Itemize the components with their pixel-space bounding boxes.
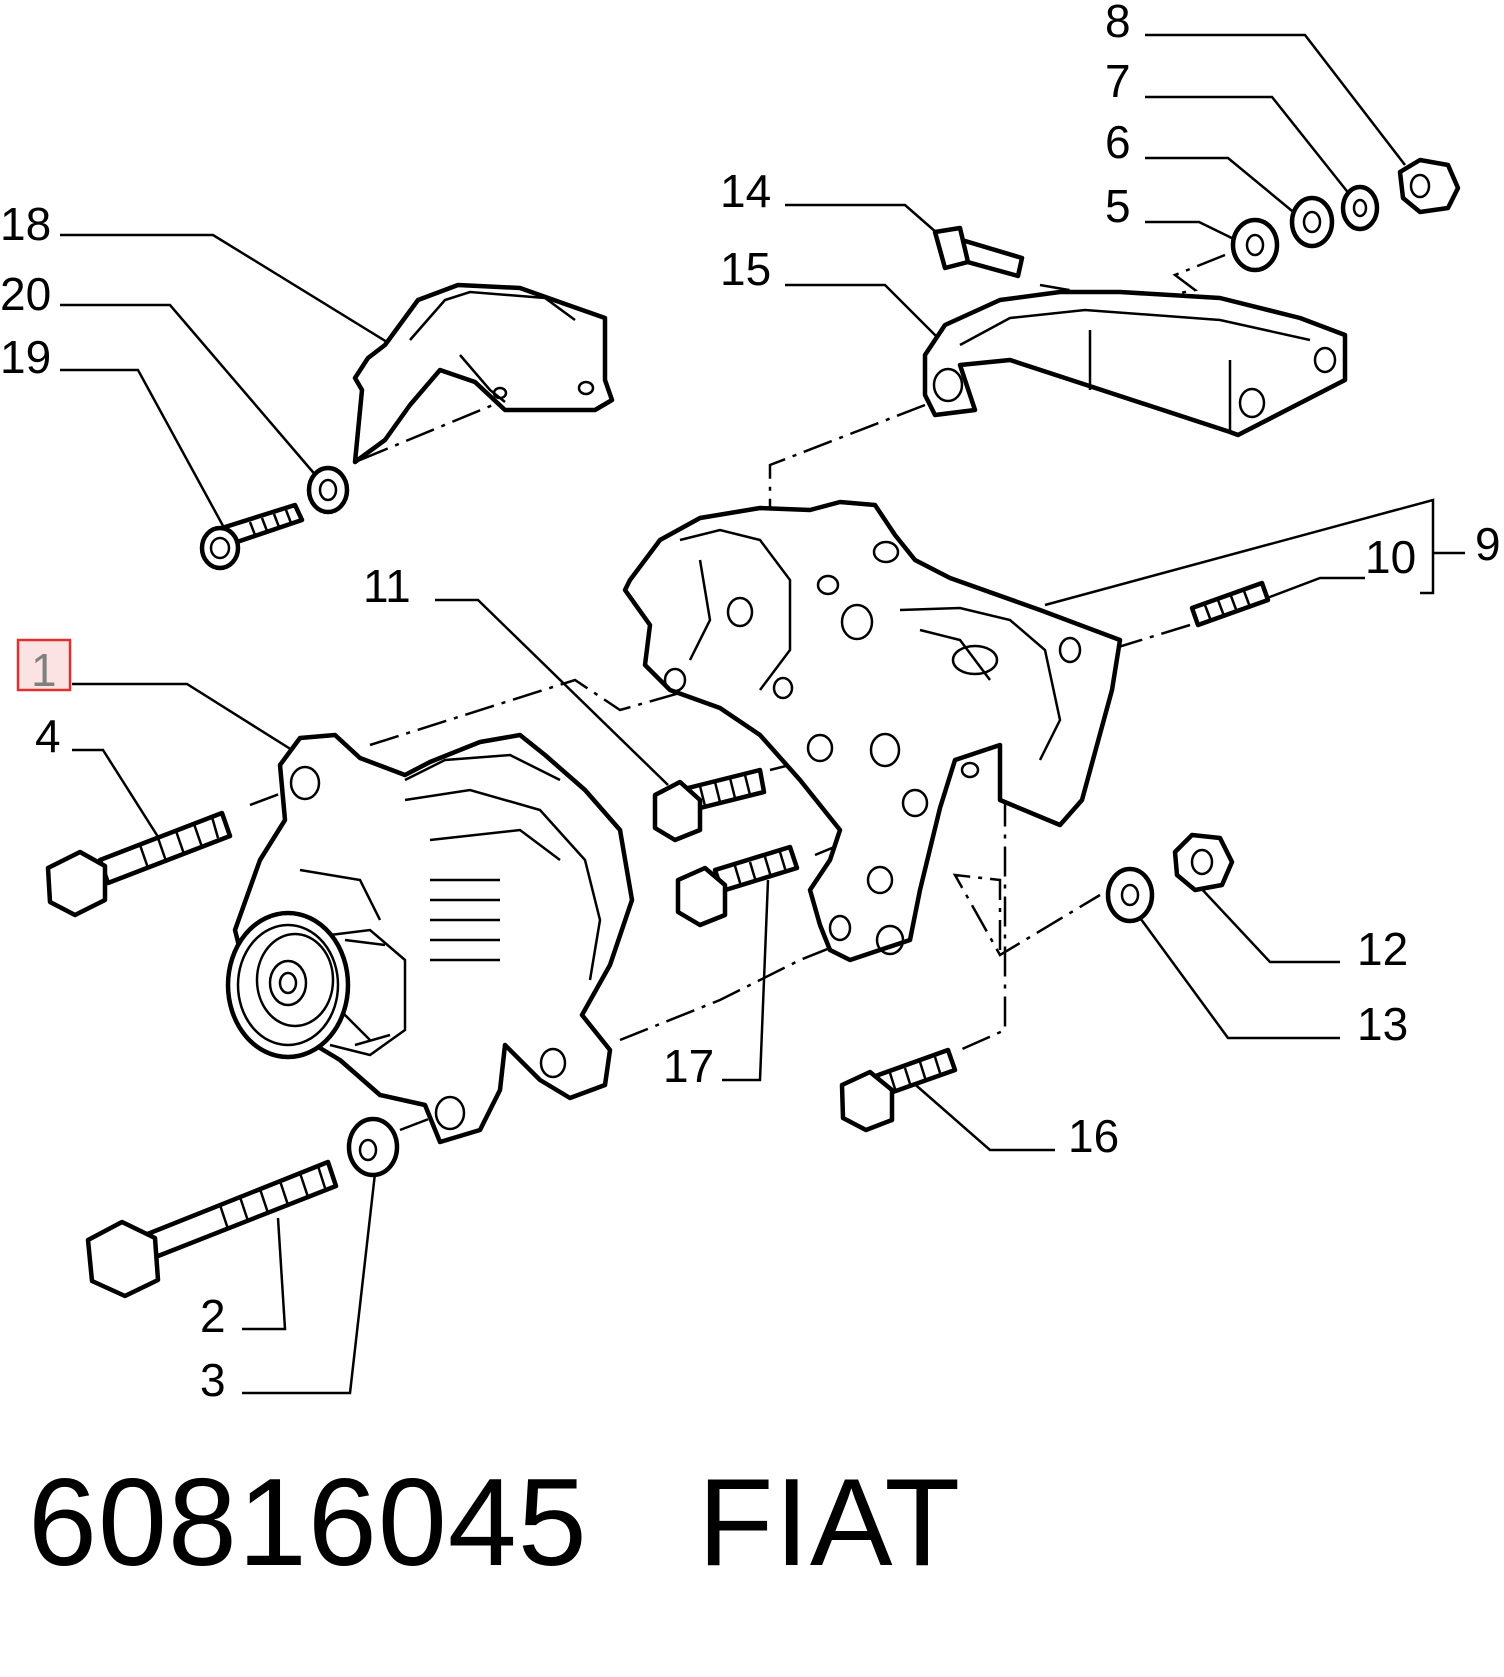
footer-caption: 60816045 FIAT xyxy=(28,1452,1071,1594)
callout-8: 8 xyxy=(1105,0,1131,47)
callout-4: 4 xyxy=(35,710,61,762)
washer-part-5 xyxy=(1230,217,1280,273)
bolt-part-4 xyxy=(45,810,233,918)
washer-part-3 xyxy=(346,1116,400,1178)
callout-13: 13 xyxy=(1357,998,1408,1050)
callout-2: 2 xyxy=(200,1290,226,1342)
callout-12: 12 xyxy=(1357,923,1408,975)
callout-7: 7 xyxy=(1105,55,1131,107)
callout-1-highlight xyxy=(16,638,72,692)
callout-6: 6 xyxy=(1105,116,1131,168)
bolt-part-11 xyxy=(652,767,767,843)
bolt-part-2 xyxy=(85,1159,339,1299)
callout-9: 9 xyxy=(1475,518,1501,570)
callout-17: 17 xyxy=(663,1040,714,1092)
bolt-part-17 xyxy=(675,844,800,928)
leader-lines xyxy=(60,33,1465,1395)
callout-18: 18 xyxy=(0,198,51,250)
washer-part-20 xyxy=(306,465,350,515)
callout-16: 16 xyxy=(1068,1110,1119,1162)
bracket-part-18 xyxy=(352,282,615,465)
bolt-part-14 xyxy=(932,225,1025,279)
stud-part-10 xyxy=(1189,580,1271,628)
part-number: 60816045 xyxy=(28,1454,588,1592)
arm-part-15 xyxy=(922,289,1348,438)
callout-19: 19 xyxy=(0,331,51,383)
callout-1: 1 xyxy=(31,644,57,696)
callout-3: 3 xyxy=(200,1354,226,1406)
callout-15: 15 xyxy=(720,243,771,295)
callout-5: 5 xyxy=(1105,180,1131,232)
callout-labels: 8 7 6 5 14 15 18 20 19 11 10 9 1 4 12 13… xyxy=(0,0,1501,1406)
alternator-part-1 xyxy=(225,732,635,1145)
callout-20: 20 xyxy=(0,268,51,320)
nut-part-12 xyxy=(1172,832,1235,893)
brand-name: FIAT xyxy=(697,1454,962,1592)
callout-11: 11 xyxy=(363,560,411,612)
nut-part-8 xyxy=(1397,157,1461,215)
washer-part-13 xyxy=(1105,866,1155,924)
callout-10: 10 xyxy=(1365,531,1416,583)
bolt-part-19 xyxy=(199,502,305,571)
mounting-bracket-part-9 xyxy=(622,499,1123,963)
bolt-part-16 xyxy=(839,1047,958,1133)
callout-14: 14 xyxy=(720,165,771,217)
washer-part-6 xyxy=(1289,195,1335,249)
lock-washer-part-7 xyxy=(1340,184,1380,232)
